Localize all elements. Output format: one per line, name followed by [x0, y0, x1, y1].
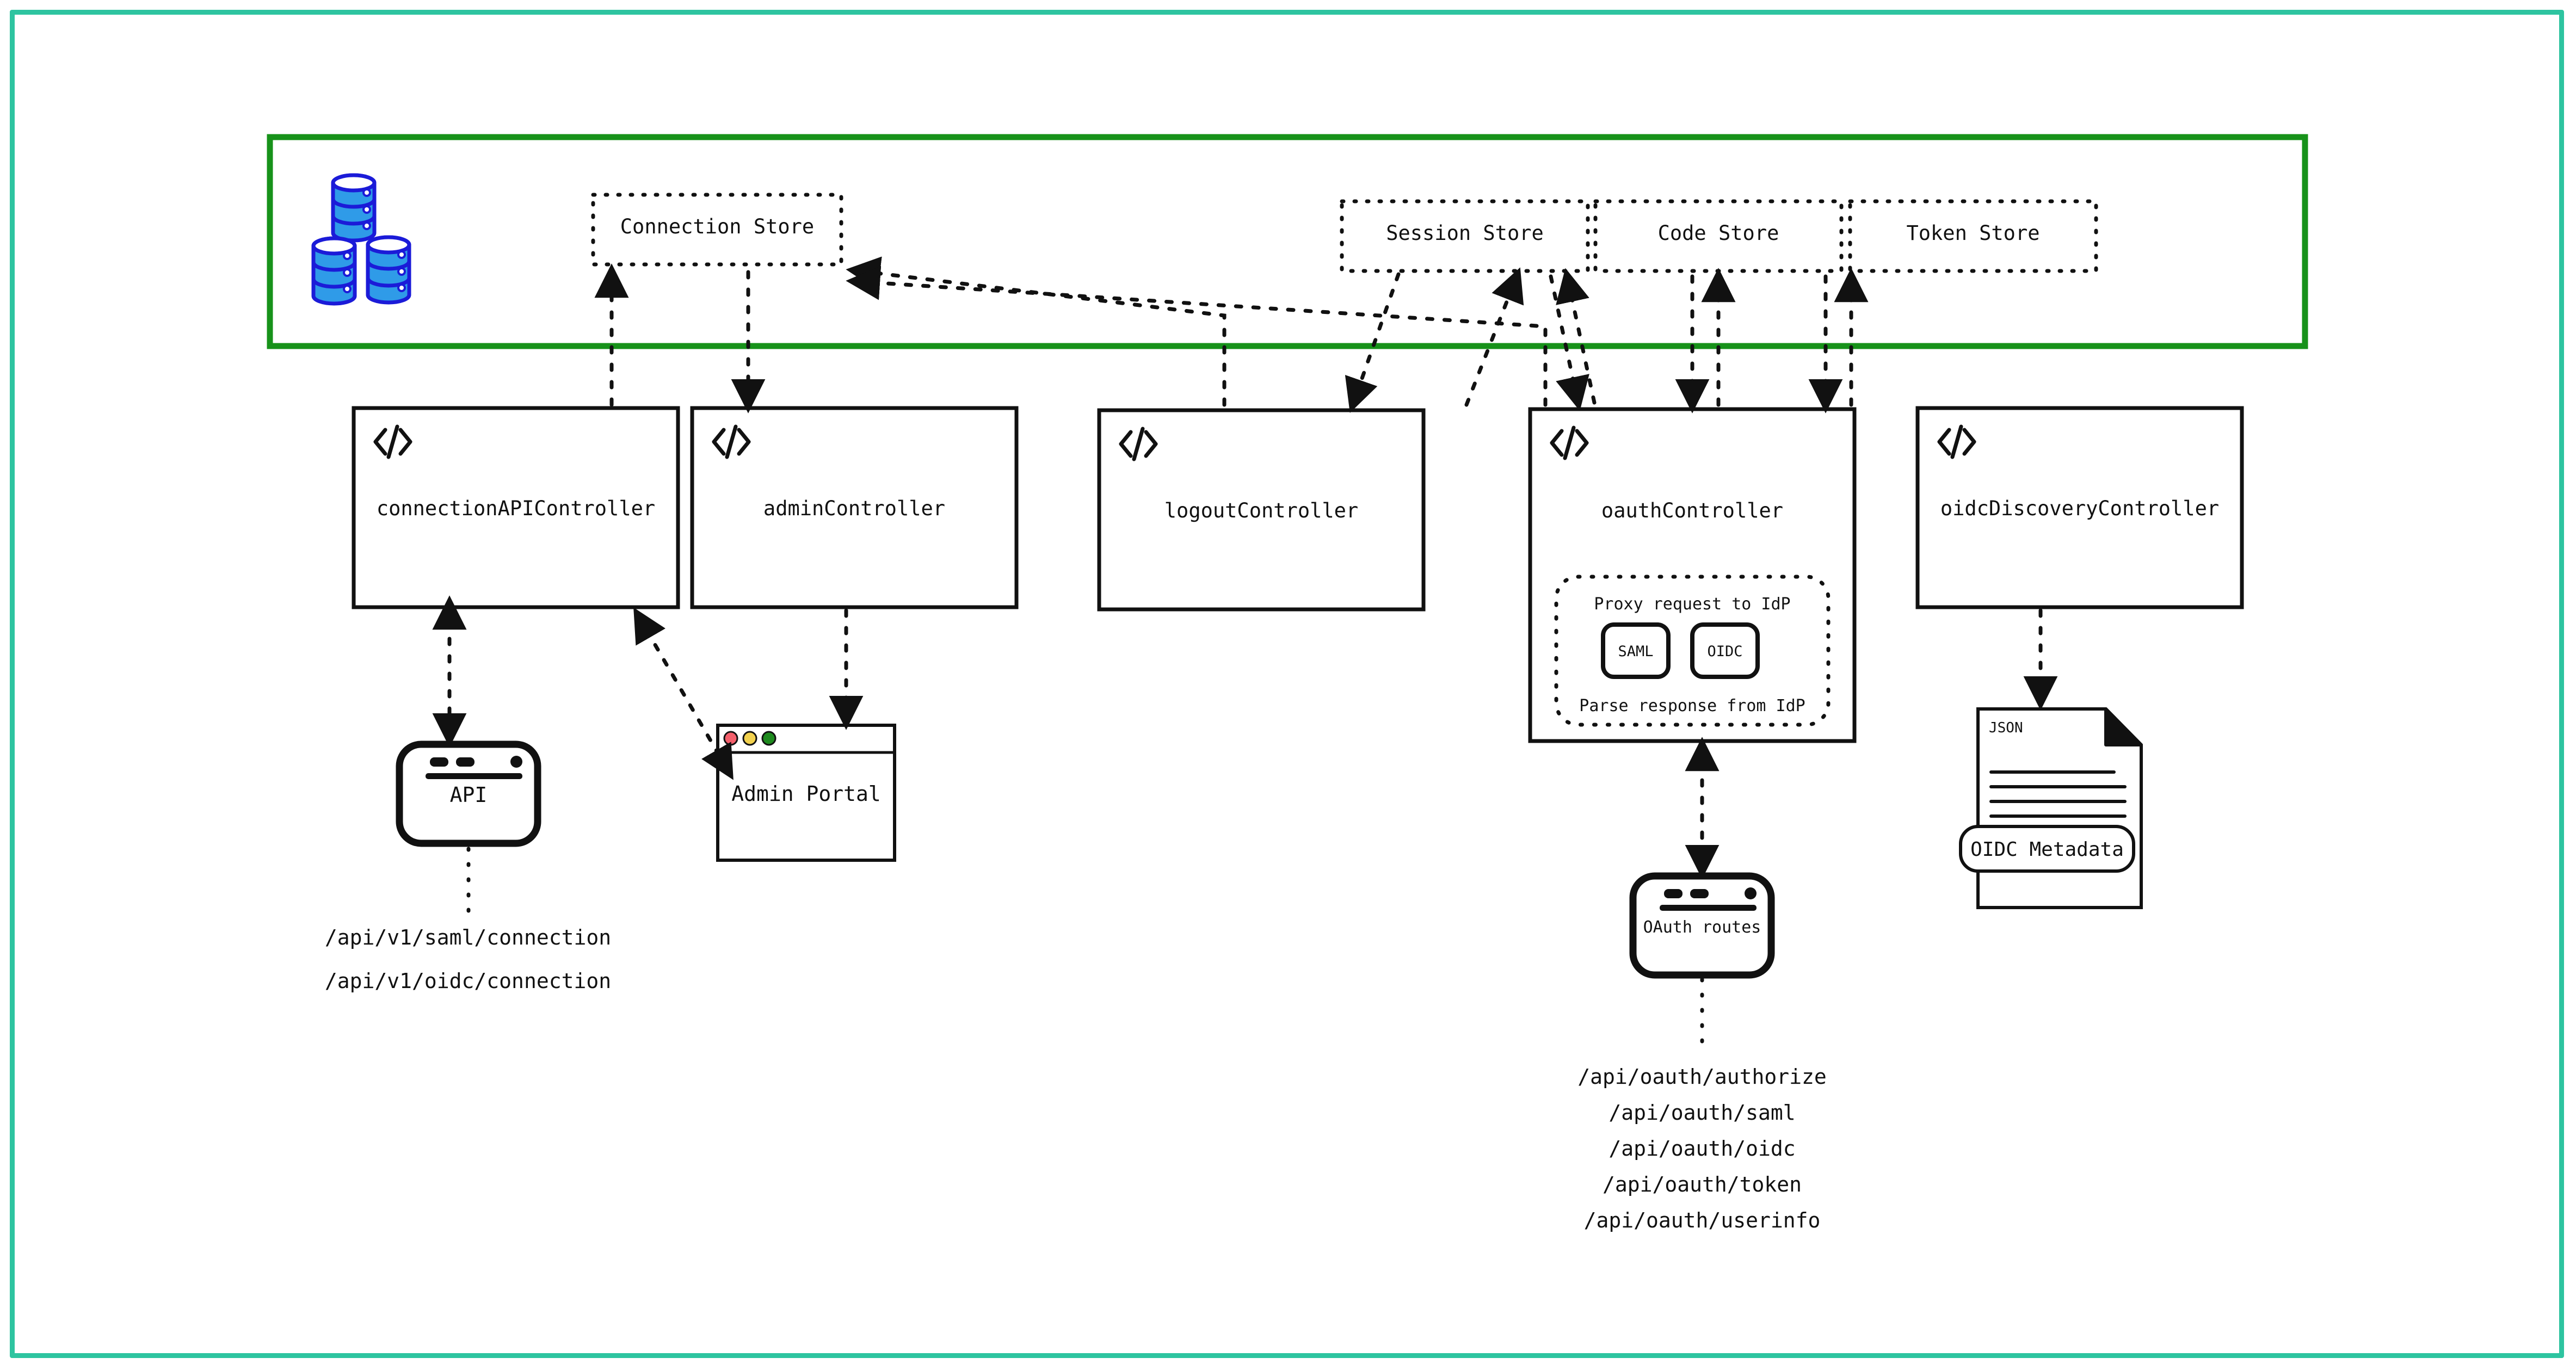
arrow-oauth-to-connection-store — [846, 266, 1548, 407]
arrow-logout-to-connection-store — [846, 256, 1227, 407]
client-label-api: API — [449, 783, 488, 807]
endpoint-connection-saml: /api/v1/saml/connection — [324, 925, 612, 949]
json-document-icon — [1959, 707, 2143, 909]
connector-arrows — [432, 256, 2058, 879]
arrow-logout-to-session-store — [1464, 267, 1524, 407]
controller-label-oidcdiscovery: oidcDiscoveryController — [1940, 497, 2220, 520]
protocol-label-saml: SAML — [1618, 643, 1654, 660]
file-type-label-json: JSON — [1989, 720, 2023, 736]
arrow-session-store-to-logout — [1345, 272, 1401, 413]
browser-window-icon-oauth-routes — [1629, 872, 1775, 979]
client-label-admin-portal: Admin Portal — [731, 782, 881, 806]
controller-label-oauth: oauthController — [1601, 499, 1784, 522]
store-label-token: Token Store — [1906, 221, 2040, 245]
store-group-box — [267, 134, 2308, 349]
oauth-proxy-request-label: Proxy request to IdP — [1594, 595, 1791, 614]
store-box-session — [1340, 199, 1590, 273]
store-box-token — [1848, 199, 2098, 273]
endpoint-oauth-userinfo: /api/oauth/userinfo — [1583, 1208, 1821, 1232]
client-label-oidc-metadata: OIDC Metadata — [1970, 838, 2124, 861]
endpoint-oauth-token: /api/oauth/token — [1602, 1172, 1802, 1196]
client-label-oauth-routes: OAuth routes — [1643, 918, 1761, 937]
protocol-box-oidc — [1690, 622, 1760, 679]
store-label-code: Code Store — [1657, 221, 1779, 245]
protocol-label-oidc: OIDC — [1707, 643, 1743, 660]
controller-label-connectionapi: connectionAPIController — [376, 497, 656, 520]
endpoint-connection-oidc: /api/v1/oidc/connection — [324, 969, 612, 993]
arrow-connapi-to-portal — [633, 607, 734, 780]
code-tag-icons — [373, 424, 1976, 461]
protocol-box-saml — [1601, 622, 1671, 679]
store-box-connection — [591, 193, 843, 267]
app-window-icon-admin — [716, 724, 896, 862]
browser-window-icon-api — [396, 740, 541, 847]
arrow-session-store-to-oauth-down — [1549, 274, 1589, 411]
oauth-idp-proxy-box — [1554, 575, 1831, 727]
controller-label-admin: adminController — [763, 497, 946, 520]
outer-frame — [10, 10, 2564, 1358]
controller-box-oauth — [1528, 407, 1857, 743]
store-label-session: Session Store — [1386, 221, 1544, 245]
oauth-parse-response-label: Parse response from IdP — [1579, 696, 1805, 715]
controller-label-logout: logoutController — [1164, 499, 1359, 522]
database-stack-icon — [311, 173, 411, 306]
endpoint-oauth-oidc: /api/oauth/oidc — [1609, 1137, 1796, 1161]
endpoint-leader-lines — [466, 847, 1704, 1058]
endpoint-oauth-authorize: /api/oauth/authorize — [1577, 1065, 1827, 1089]
arrow-oauth-to-session-store-up — [1556, 268, 1597, 405]
endpoint-oauth-saml: /api/oauth/saml — [1609, 1101, 1796, 1125]
store-label-connection: Connection Store — [620, 215, 815, 238]
